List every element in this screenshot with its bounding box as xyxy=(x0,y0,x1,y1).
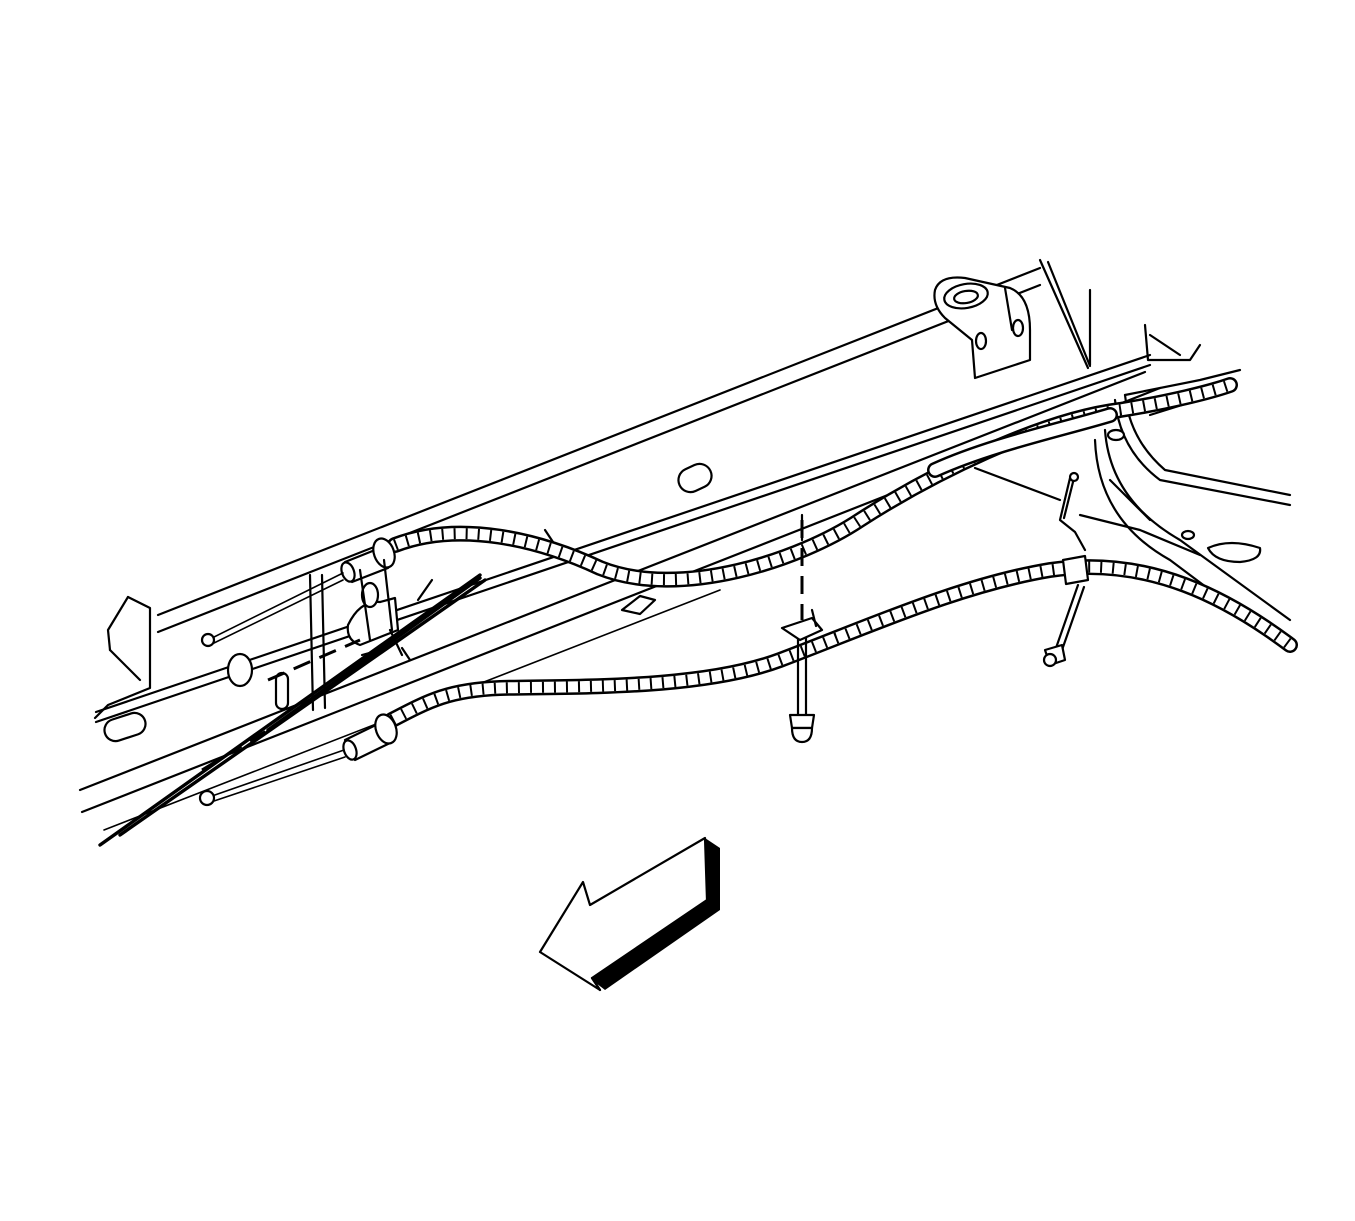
upper-brake-cable xyxy=(200,377,1238,648)
rail-slot xyxy=(274,671,290,711)
callout-lines xyxy=(98,573,487,847)
rail-slot xyxy=(620,594,657,616)
direction-arrow-icon xyxy=(538,836,720,992)
lower-cable-end-ball xyxy=(198,789,216,807)
crossmember xyxy=(973,258,1292,652)
frame-rail xyxy=(78,266,1162,831)
bracket-hole xyxy=(1011,318,1025,338)
nut-icon xyxy=(1042,471,1087,668)
cable-clamp xyxy=(1061,554,1090,586)
rail-slot xyxy=(103,711,147,743)
mounting-bracket xyxy=(933,276,1032,380)
bolt-icon xyxy=(780,513,824,744)
upper-cable-end-ball xyxy=(200,632,216,648)
rail-hole xyxy=(226,652,254,688)
crossmember-hole xyxy=(1106,428,1126,442)
lower-cable-end-fitting xyxy=(342,713,398,762)
upper-cable-end-fitting xyxy=(340,537,396,584)
crossmember-slot xyxy=(1206,541,1262,564)
cable-mounting-tab xyxy=(780,616,824,642)
rail-slot xyxy=(677,462,713,494)
bracket-hole xyxy=(974,331,988,351)
crossmember-hole xyxy=(1180,529,1196,541)
lower-brake-cable xyxy=(198,554,1298,807)
